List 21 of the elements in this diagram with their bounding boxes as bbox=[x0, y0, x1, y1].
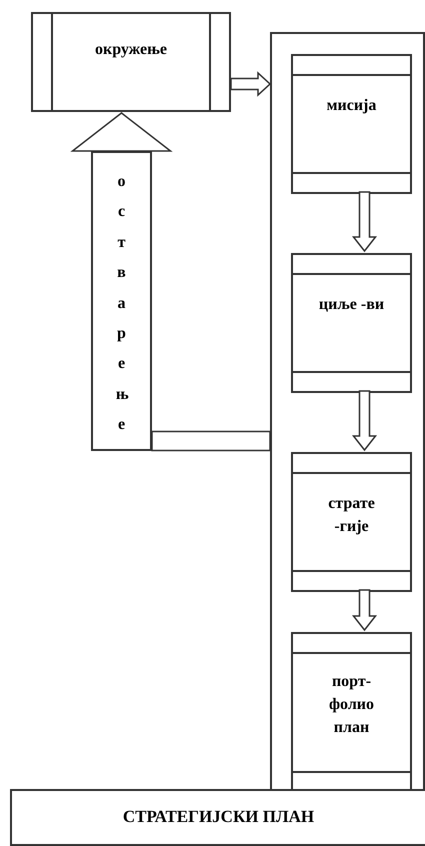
process-box bbox=[291, 452, 412, 592]
process-box bbox=[291, 632, 412, 791]
block-arrow bbox=[352, 589, 378, 632]
group-box bbox=[270, 32, 425, 789]
node-label: СТРАТЕГИЈСКИ ПЛАН bbox=[122, 806, 316, 828]
process-box bbox=[291, 253, 412, 393]
block-arrow bbox=[70, 112, 173, 152]
node-label: страте -гије bbox=[327, 494, 376, 538]
block-arrow bbox=[352, 390, 378, 452]
node-label: мисија bbox=[326, 96, 378, 116]
arrow-body-box bbox=[91, 151, 152, 451]
block-arrow bbox=[230, 71, 272, 97]
title-box bbox=[10, 789, 425, 846]
connector bbox=[151, 430, 271, 452]
block-arrow bbox=[352, 191, 378, 252]
node-label: порт- фолио план bbox=[328, 672, 376, 738]
process-box bbox=[31, 12, 231, 112]
process-box bbox=[291, 54, 412, 194]
vertical-label: остварење bbox=[116, 172, 128, 436]
node-label: циље -ви bbox=[318, 295, 386, 315]
node-label: окружење bbox=[94, 40, 168, 60]
